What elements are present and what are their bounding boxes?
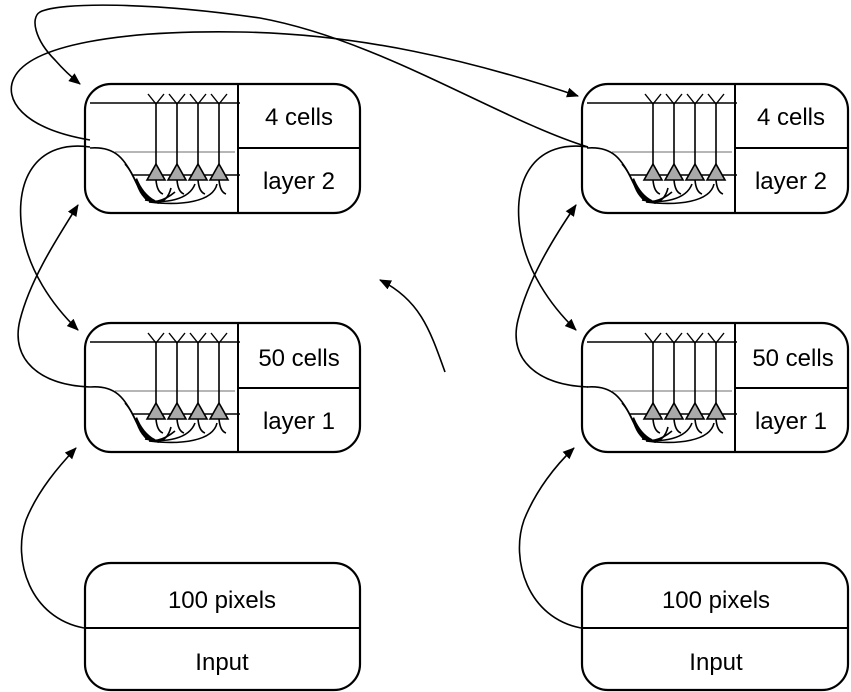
layer1-box-right: 50 cells layer 1 <box>580 321 850 454</box>
input-name-right: Input <box>689 649 743 676</box>
input-count-right: 100 pixels <box>662 587 770 614</box>
input-count-left: 100 pixels <box>168 587 276 614</box>
layer2-count-right: 4 cells <box>757 104 825 131</box>
left-layer2-to-right-layer2-arrow <box>10 31 579 141</box>
cross-feedback-arrow <box>379 279 446 373</box>
layer1-name-right: layer 1 <box>755 408 827 435</box>
layer1-name-left: layer 1 <box>263 408 335 435</box>
layer2-box-left: 4 cells layer 2 <box>83 82 362 215</box>
input-box-left: 100 pixels Input <box>83 561 362 692</box>
layer1-count-right: 50 cells <box>752 345 833 372</box>
layer2-box-right: 4 cells layer 2 <box>580 82 850 215</box>
right-layer2-to-left-layer2-arrow <box>34 4 589 148</box>
left-column: 4 cells layer 2 50 cells layer 1 100 pix… <box>17 82 446 692</box>
layer2-name-right: layer 2 <box>755 168 827 195</box>
layer1-to-layer2-arrow <box>17 204 91 388</box>
layer1-to-layer2-arrow <box>515 204 589 388</box>
input-to-layer1-arrow <box>518 447 582 629</box>
layer2-to-layer1-arrow <box>517 145 589 331</box>
input-box-right: 100 pixels Input <box>580 561 850 692</box>
input-name-left: Input <box>195 649 249 676</box>
layer2-count-left: 4 cells <box>265 104 333 131</box>
right-column: 4 cells layer 2 50 cells layer 1 100 pix… <box>515 82 850 692</box>
layer2-to-layer1-arrow <box>19 145 91 331</box>
layer1-box-left: 50 cells layer 1 <box>83 321 362 454</box>
layer1-count-left: 50 cells <box>258 345 339 372</box>
layer2-name-left: layer 2 <box>263 168 335 195</box>
input-to-layer1-arrow <box>20 447 85 629</box>
